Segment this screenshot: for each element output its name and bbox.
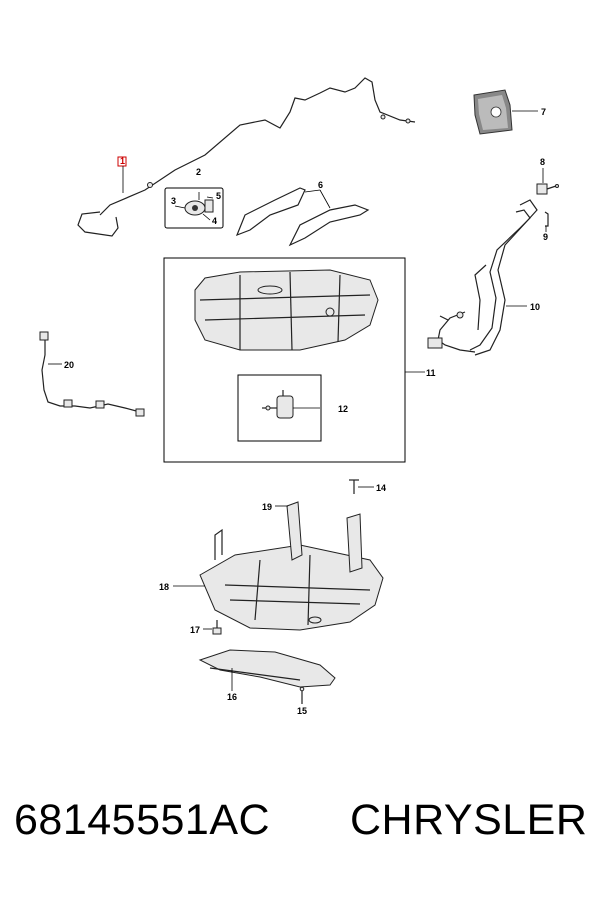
part-19-strap-posts[interactable] <box>275 501 363 573</box>
part-14-bolt[interactable] <box>349 479 374 494</box>
callout-18: 18 <box>159 582 169 592</box>
callout-7: 7 <box>541 107 546 117</box>
callout-14: 14 <box>376 483 386 493</box>
brand-name: CHRYSLER <box>350 796 588 844</box>
part-6-tank-straps[interactable] <box>235 187 370 247</box>
callout-2: 2 <box>196 167 201 177</box>
part-11-tank-assembly-box <box>163 257 406 463</box>
callout-6: 6 <box>318 180 323 190</box>
parts-2-5-valve-group[interactable] <box>164 187 224 229</box>
part-12-fuel-pump[interactable] <box>262 390 320 419</box>
callout-3: 3 <box>171 196 176 206</box>
fuel-system-parts-diagram: 1 2 3 4 5 6 7 8 9 10 11 12 14 15 16 17 1… <box>39 77 559 716</box>
part-15-screw[interactable] <box>299 686 305 704</box>
part-1-fuel-line[interactable] <box>77 77 416 237</box>
callout-16: 16 <box>227 692 237 702</box>
callout-15: 15 <box>297 706 307 716</box>
callout-8: 8 <box>540 157 545 167</box>
callout-1: 1 <box>120 156 125 166</box>
footer: 68145551AC CHRYSLER <box>0 790 600 880</box>
callout-20: 20 <box>64 360 74 370</box>
callout-17: 17 <box>190 625 200 635</box>
callout-12: 12 <box>338 404 348 414</box>
callout-11: 11 <box>426 368 436 378</box>
callout-5: 5 <box>216 191 221 201</box>
part-11-fuel-tank[interactable] <box>194 269 379 351</box>
part-16-shield[interactable] <box>198 649 336 691</box>
callout-10: 10 <box>530 302 540 312</box>
part-17-stud[interactable] <box>203 620 222 635</box>
callout-1-highlight <box>117 156 127 167</box>
callout-9: 9 <box>543 232 548 242</box>
callout-19: 19 <box>262 502 272 512</box>
part-9-clip[interactable] <box>544 211 549 232</box>
callout-4: 4 <box>212 216 217 226</box>
part-20-wiring-harness[interactable] <box>39 331 145 417</box>
part-10-filler-tube[interactable] <box>427 199 538 356</box>
part-number: 68145551AC <box>14 796 271 844</box>
part-12-pump-box <box>237 374 322 442</box>
part-8-vent-valve[interactable] <box>536 168 559 195</box>
part-7-heat-shield[interactable] <box>473 89 538 135</box>
part-18-skid-carrier[interactable] <box>173 528 384 631</box>
